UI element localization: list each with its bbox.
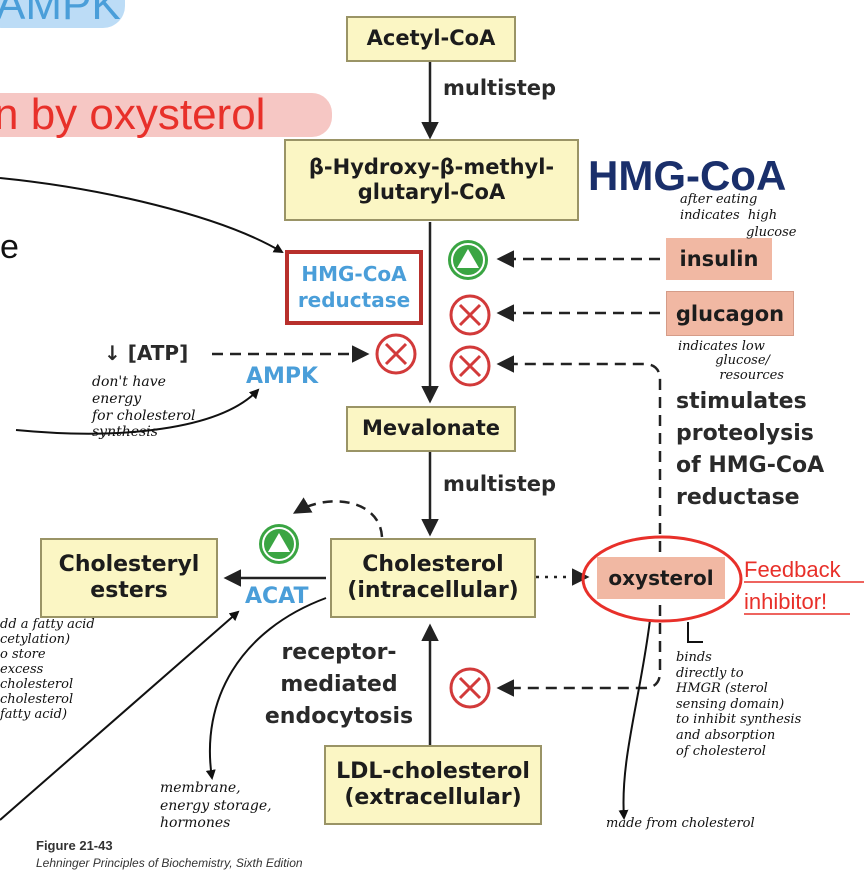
ampk-banner-bg [0, 0, 125, 28]
annotation-no-energy: don't have energy for cholesterol synthe… [92, 374, 196, 441]
reductase-highlight-frame [285, 250, 423, 325]
stimulates-line3: of HMG-CoA [676, 452, 825, 478]
insulin-label: insulin [679, 247, 759, 271]
annotation-made-from: made from cholesterol [606, 816, 755, 831]
hand-arrow-to-reductase [0, 177, 284, 254]
acat-label: ACAT [245, 584, 309, 609]
activator-icon-insulin [448, 240, 488, 280]
annotation-membrane: membrane, energy storage, hormones [160, 780, 272, 831]
cholesteryl-line2: esters [90, 578, 168, 603]
feedback-line2: inhibitor! [744, 588, 828, 614]
figure-label: Figure 21-43 [36, 838, 113, 853]
hand-arrow-to-acat [0, 610, 240, 821]
figure-source: Lehninger Principles of Biochemistry, Si… [36, 856, 303, 870]
hmg-coa-box: β-Hydroxy-β-methyl- glutaryl-CoA [284, 139, 579, 221]
dashed-oxysterol-ldl-arrow [496, 605, 662, 697]
oxysterol-label: oxysterol [608, 566, 714, 590]
oxysterol-highlight-ellipse [581, 535, 743, 623]
glucagon-label: glucagon [675, 301, 785, 326]
multistep-top-label: multistep [443, 76, 557, 100]
left-partial-letter: e [0, 228, 19, 266]
multistep-bottom-label: multistep [443, 472, 557, 496]
atp-label: ↓ [ATP] [104, 341, 189, 365]
dashed-cholesterol-acat-arrow [292, 497, 384, 538]
inhibitor-icon-ampk [375, 333, 417, 375]
receptor-line2: mediated [280, 671, 398, 697]
acetyl-coa-box: Acetyl-CoA [346, 16, 516, 62]
oxysterol-banner-bg [0, 93, 332, 137]
ldl-line1: LDL-cholesterol [336, 758, 530, 784]
hmg-coa-line1: β-Hydroxy-β-methyl- [308, 154, 555, 179]
cholesterol-line1: Cholesterol [362, 551, 504, 577]
feedback-line1: Feedback [744, 557, 841, 582]
activator-icon-acat [259, 524, 299, 564]
hand-arrow-binds [687, 622, 703, 643]
hand-arrow-to-membrane [205, 597, 327, 780]
ldl-line2: (extracellular) [344, 785, 522, 810]
reductase-line2: reductase [297, 288, 411, 312]
inhibitor-icon-ldl [449, 667, 491, 709]
ldl-cholesterol-box: LDL-cholesterol (extracellular) [324, 745, 542, 825]
hmg-coa-line2: glutaryl-CoA [357, 180, 506, 204]
glucagon-box: glucagon [666, 291, 794, 336]
reductase-line1: HMG-CoA [301, 262, 407, 286]
annotation-after-eating: after eating indicates high glucose [680, 192, 797, 240]
ampk-label: AMPK [246, 364, 319, 389]
stimulates-line4: reductase [676, 484, 800, 510]
dashed-oxysterol-proteolysis-arrow [496, 355, 662, 552]
oxysterol-banner-text: n by oxysterol [0, 90, 266, 139]
annotation-add-fatty-acid: dd a fatty acid cetylation) o store exce… [0, 617, 95, 722]
acetyl-coa-label: Acetyl-CoA [366, 26, 496, 51]
cholesterol-line2: (intracellular) [347, 578, 519, 603]
ampk-banner-text: AMPK [0, 0, 121, 29]
insulin-box: insulin [666, 238, 772, 280]
cholesteryl-esters-box: Cholesteryl esters [40, 538, 218, 618]
mevalonate-box: Mevalonate [346, 406, 516, 452]
inhibitor-icon-glucagon [449, 294, 491, 336]
receptor-line1: receptor- [281, 640, 397, 665]
oxysterol-box: oxysterol [597, 557, 725, 599]
inhibitor-icon-oxysterol [449, 345, 491, 387]
annotation-low-glucose: indicates low glucose/ resources [678, 339, 784, 383]
hand-arrow-made-from [618, 619, 651, 820]
feedback-inhibitor-label: Feedback inhibitor! [744, 554, 841, 618]
annotation-binds-directly: binds directly to HMGR (sterol sensing d… [676, 650, 802, 759]
mevalonate-label: Mevalonate [361, 416, 501, 441]
hmg-coa-heading: HMG-CoA [588, 152, 787, 199]
receptor-mediated-label: receptor- mediated endocytosis [260, 637, 418, 733]
cholesteryl-line1: Cholesteryl [58, 551, 200, 577]
stimulates-line2: proteolysis [676, 420, 814, 446]
hmg-coa-reductase-label: HMG-CoA reductase [291, 261, 417, 313]
receptor-line3: endocytosis [264, 703, 414, 729]
stimulates-line1: stimulates [676, 389, 807, 414]
cholesterol-intracellular-box: Cholesterol (intracellular) [330, 538, 536, 618]
stimulates-proteolysis-label: stimulates proteolysis of HMG-CoA reduct… [676, 386, 824, 514]
hand-arrow-to-ampk [15, 388, 260, 435]
